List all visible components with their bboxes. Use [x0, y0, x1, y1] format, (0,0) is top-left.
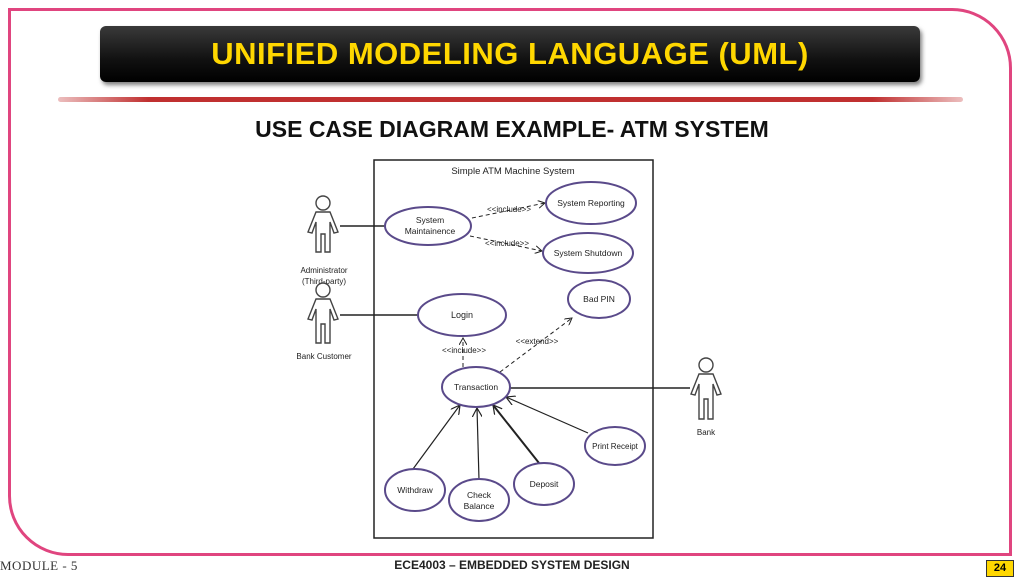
svg-text:Print Receipt: Print Receipt	[592, 442, 639, 451]
actor-administrator-label-2: (Third-party)	[302, 277, 346, 286]
include-report-line	[471, 203, 545, 219]
gen-withdraw	[412, 405, 460, 470]
use-case-deposit: Deposit	[513, 462, 575, 506]
svg-text:Withdraw: Withdraw	[397, 485, 433, 495]
svg-text:Login: Login	[451, 310, 473, 320]
actor-administrator-label-1: Administrator	[300, 266, 347, 275]
use-case-login: Login	[417, 293, 507, 337]
footer-course: ECE4003 – EMBEDDED SYSTEM DESIGN	[394, 558, 630, 572]
use-case-bad-pin: Bad PIN	[567, 279, 631, 319]
svg-text:Deposit: Deposit	[530, 479, 559, 489]
title-divider	[58, 97, 963, 102]
use-case-system-reporting: System Reporting	[545, 181, 637, 225]
extend-badpin-label: <<extend>>	[516, 337, 559, 346]
gen-check	[477, 408, 479, 481]
use-case-transaction: Transaction	[441, 366, 511, 408]
footer-module: MODULE - 5	[0, 558, 78, 573]
title-bar: UNIFIED MODELING LANGUAGE (UML)	[100, 26, 920, 82]
slide-title: UNIFIED MODELING LANGUAGE (UML)	[211, 36, 809, 71]
system-boundary	[373, 159, 654, 539]
system-name: Simple ATM Machine System	[451, 166, 574, 177]
include-shutdown-label: <<include>>	[485, 239, 529, 248]
svg-text:System Reporting: System Reporting	[557, 198, 625, 208]
gen-print	[506, 397, 589, 434]
actor-bank-icon	[690, 357, 722, 420]
svg-text:Check: Check	[467, 490, 492, 500]
include-report-label: <<include>>	[487, 205, 531, 214]
page-number: 24	[986, 560, 1014, 577]
svg-text:Transaction: Transaction	[454, 382, 498, 392]
use-case-system-shutdown: System Shutdown	[542, 232, 634, 274]
actor-administrator-icon	[307, 195, 339, 253]
actor-bank-customer-icon	[307, 282, 339, 344]
gen-deposit	[492, 405, 540, 464]
use-case-print-receipt: Print Receipt	[584, 426, 646, 466]
actor-bank-label: Bank	[697, 428, 716, 437]
svg-text:System: System	[416, 215, 444, 225]
svg-text:Bad PIN: Bad PIN	[583, 294, 615, 304]
svg-text:Balance: Balance	[464, 501, 495, 511]
svg-text:Maintainence: Maintainence	[405, 226, 456, 236]
slide-subtitle: USE CASE DIAGRAM EXAMPLE- ATM SYSTEM	[255, 116, 769, 142]
use-case-withdraw: Withdraw	[384, 468, 446, 512]
include-login-label: <<include>>	[442, 346, 486, 355]
extend-badpin-line	[499, 318, 572, 373]
use-case-system-maintainence: System Maintainence	[384, 206, 472, 246]
svg-text:System Shutdown: System Shutdown	[554, 248, 623, 258]
include-shutdown-line	[469, 235, 542, 251]
actor-bank-customer-label: Bank Customer	[296, 352, 351, 361]
use-case-check-balance: Check Balance	[448, 478, 510, 522]
